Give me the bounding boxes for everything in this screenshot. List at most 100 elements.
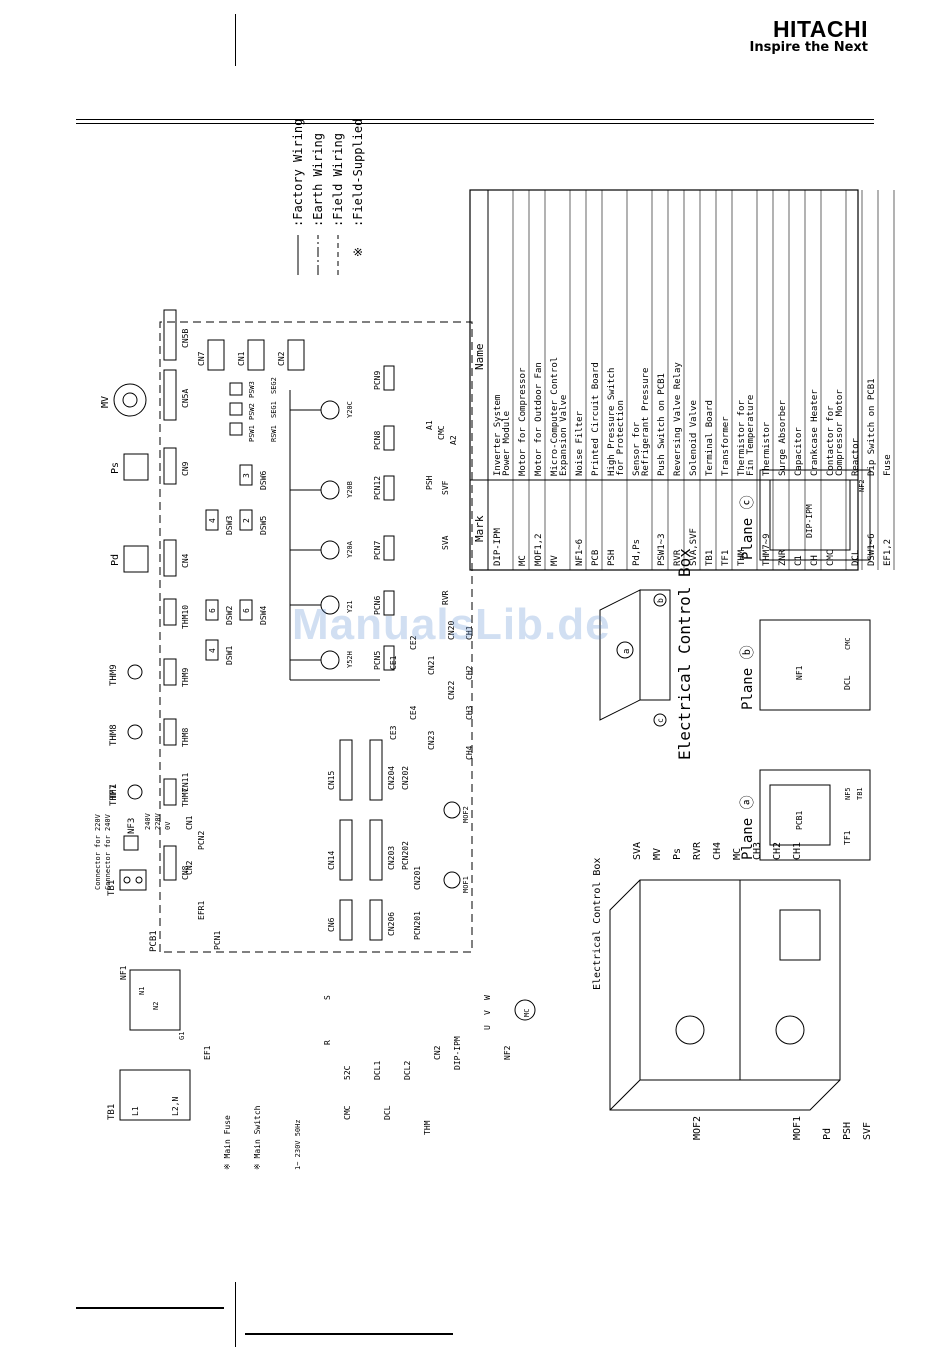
pwr-cn2: CN2 — [433, 1045, 442, 1060]
plane-c-dip-ipm: DIP-IPM — [805, 504, 814, 538]
label-cn1: CN1 — [185, 815, 194, 830]
top-connectors: CN8 THM7 THM8 THM9 THM10 CN4 CN9 CN5A CN… — [163, 309, 190, 881]
label-220v: 220V — [154, 812, 162, 830]
table-name-21-0: Fuse — [883, 454, 893, 476]
table-mark-8: PSW1~3 — [657, 533, 667, 566]
table-header-name: Name — [473, 344, 486, 371]
relay-coil — [320, 650, 340, 670]
relay-coil — [320, 540, 340, 560]
legend-label-earth: :Earth Wiring — [311, 133, 325, 227]
table-name-16-0: Capacitor — [794, 427, 804, 476]
switch-dsw5: DSW5 — [259, 516, 268, 535]
ce-ce4: CE4 — [409, 705, 418, 720]
top-label-tb1: TB1 — [107, 880, 117, 896]
top-label-thm9: THM9 — [109, 664, 119, 686]
table-name-2-0: Motor for Outdoor Fan — [534, 362, 544, 476]
motor-mof2-symbol: MOF2 — [462, 806, 470, 823]
load-psh: PSH — [425, 475, 434, 490]
table-name-15-0: Surge Absorber — [778, 400, 788, 476]
conn-cn8: CN8 — [181, 865, 190, 880]
unit-label-sva: SVA — [632, 842, 643, 860]
note-connector-240v: Connector for 240V — [104, 813, 112, 890]
header-rule-top — [76, 119, 874, 120]
table-name-3-0: Micro-Computer Control — [550, 357, 560, 476]
conn-thm10: THM10 — [181, 605, 190, 629]
load-cmc: CMC — [437, 425, 446, 440]
note-connector-220v: Connector for 220V — [94, 813, 102, 890]
footer-divider-vertical — [235, 1282, 236, 1347]
switch-dsw2: DSW2 — [225, 606, 234, 625]
ce-cn23: CN23 — [427, 731, 436, 750]
load-ch3: CH3 — [465, 705, 474, 720]
conn-cn4: CN4 — [181, 553, 190, 568]
cb-marker-b: b — [656, 598, 665, 603]
pcn-connector — [383, 365, 395, 391]
header-rule-bottom — [76, 123, 874, 124]
unit-view: Electrical Control Box SVA MV Ps RVR CH4… — [592, 841, 873, 1140]
switch-dsw3: DSW3 — [225, 516, 234, 535]
conn-cn6: CN6 — [327, 917, 336, 932]
label-pcn1: PCN1 — [213, 931, 222, 950]
switch-psw3: PSW3 — [248, 381, 256, 398]
dsw-num-6: 3 — [242, 473, 251, 478]
conn-pcn201: PCN201 — [413, 911, 422, 940]
pwr-n1: N1 — [138, 987, 146, 995]
table-mark-7: Pd,Ps — [632, 539, 642, 566]
table-name-11-0: Terminal Board — [705, 400, 715, 476]
dsw-num-3: 4 — [208, 518, 217, 523]
table-mark-2: MOF1,2 — [534, 533, 544, 566]
relay-coil — [320, 400, 340, 420]
label-0v: 0V — [164, 821, 172, 830]
pwr-v: V — [483, 1010, 492, 1015]
pwr-dcl2: DCL2 — [403, 1061, 412, 1080]
pwr-ef1: EF1 — [203, 1045, 212, 1060]
pwr-dcl1: DCL1 — [373, 1061, 382, 1080]
plane-a-pcb1: PCB1 — [795, 811, 804, 830]
table-name-12-0: Transformer — [721, 416, 731, 476]
unit-label-ch2: CH2 — [772, 842, 783, 860]
table-mark-4: NF1~6 — [575, 539, 585, 566]
plane-c-label: Plane ⓒ — [740, 495, 756, 560]
table-name-5-0: Printed Circuit Board — [591, 362, 601, 476]
switch-psw1: PSW1 — [248, 425, 256, 442]
conn-cn201: CN201 — [413, 866, 422, 890]
table-mark-10: SVA,SVF — [689, 528, 699, 566]
table-mark-17: CH — [810, 555, 820, 566]
table-mark-19: DCL — [851, 550, 861, 566]
load-rvr: RVR — [441, 590, 450, 605]
load-svf: SVF — [441, 480, 450, 495]
top-label-pd: Pd — [110, 554, 121, 566]
legend-label-factory: :Factory Wiring — [291, 119, 305, 227]
table-name-6-0: High Pressure Switch — [607, 368, 617, 476]
conn-cn1-small: CN1 — [237, 351, 246, 366]
table-name-17-0: Crankcase Heater — [810, 389, 820, 476]
brand-tagline: Inspire the Next — [749, 40, 868, 55]
pwr-52c: 52C — [343, 1065, 352, 1080]
dsw-num-1: 4 — [208, 648, 217, 653]
ce-ce2: CE2 — [409, 635, 418, 650]
ce-cn20: CN20 — [447, 621, 456, 640]
table-name-4-0: Noise Filter — [575, 410, 585, 476]
pwr-l1: L1 — [131, 1106, 140, 1116]
top-label-ps: Ps — [110, 462, 121, 474]
switch-psw2: PSW2 — [248, 403, 256, 420]
table-mark-16: C1 — [794, 555, 804, 566]
table-name-7-1: Refrigerant Pressure — [641, 368, 651, 476]
plane-a: PCB1 TF1 NF5 TB1 Plane ⓐ — [740, 769, 871, 861]
pcn-connector — [383, 475, 395, 501]
plane-a-tf1: TF1 — [843, 830, 852, 845]
unit-label-mof2: MOF2 — [692, 1116, 703, 1140]
relay-label-4: Y52H — [346, 651, 354, 668]
load-a2: A2 — [449, 435, 458, 445]
table-name-19-0: Reactor — [851, 437, 861, 476]
pwr-l2n: L2,N — [171, 1097, 180, 1116]
pwr-r: R — [323, 1040, 332, 1045]
left-labels: TF1 CN11 240V 220V 0V CN1 CN2 PCN2 EFR1 … — [94, 773, 222, 952]
unit-label-ch4: CH4 — [712, 842, 723, 860]
unit-label-control-box: Electrical Control Box — [592, 858, 603, 990]
top-label-thm7: THM7 — [109, 784, 119, 806]
unit-label-ps: Ps — [672, 848, 683, 860]
table-mark-15: ZNR — [778, 549, 788, 566]
top-label-thm8: THM8 — [109, 724, 119, 746]
relay-coil — [320, 480, 340, 500]
